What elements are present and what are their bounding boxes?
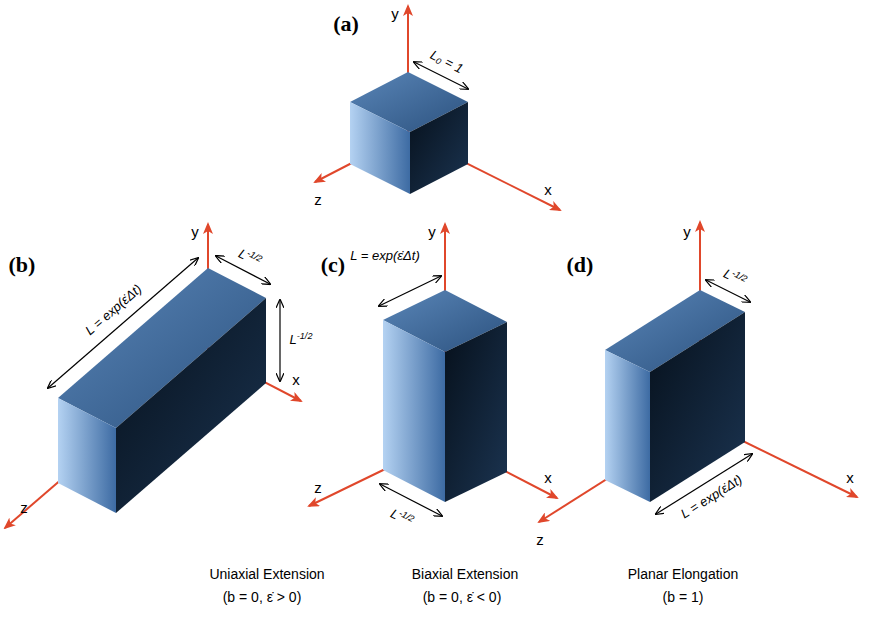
axis-label: z [314,480,322,497]
box-planar [605,290,745,502]
axis-label: x [544,470,552,487]
dimension-label: L = exp(ε̇Δt) [679,473,746,522]
dimension-label: L-1/2 [721,266,748,289]
panel-letter: (a) [333,12,359,36]
axis-label: y [391,6,399,23]
dimension-label: L = exp(ε̇Δt) [83,282,145,338]
axis-label: y [428,224,436,241]
axis-label: y [191,224,199,241]
dimension-label: L-1/2 [290,333,313,347]
panel-letter: (c) [321,253,345,277]
panel-letter: (d) [567,253,594,277]
dimension-arrows [48,62,752,516]
axis-label: z [536,532,544,549]
panel-letter: (b) [9,253,36,277]
axis-label: z [314,192,322,209]
axes [5,6,857,528]
dimension-label: L-1/2 [236,246,263,269]
axis-label: x [292,372,300,389]
axis-label: x [846,470,854,487]
box-biaxial [383,290,507,502]
dimension-label: L = exp(ε̇Δt) [350,249,419,263]
caption: (b = 0, ε̇ < 0) [423,590,502,605]
caption: Uniaxial Extension [209,567,324,582]
caption: Biaxial Extension [412,567,519,582]
box-uniaxial [58,268,266,513]
cube [350,72,468,194]
axis-label: y [683,224,691,241]
axis-label: z [20,500,28,517]
axis-label: x [544,182,552,199]
caption: (b = 0, ε̇ > 0) [223,590,302,605]
caption: Planar Elongation [628,567,739,582]
caption: (b = 1) [663,590,704,605]
dimension-label: L-1/2 [388,506,415,529]
